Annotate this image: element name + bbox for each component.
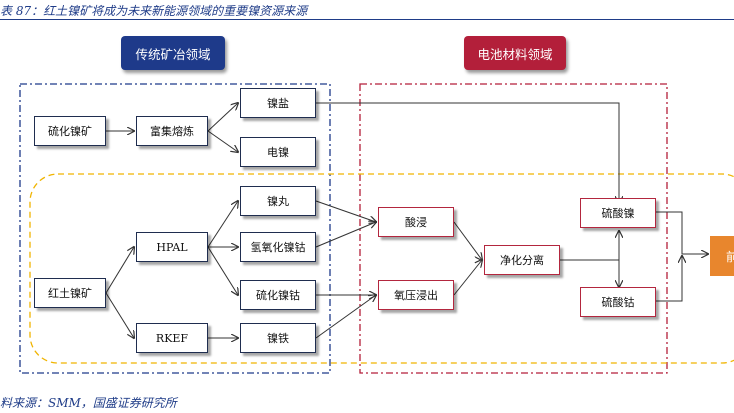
battery-region-frame — [359, 83, 668, 374]
node-ferronickel: 镍铁 — [240, 323, 316, 353]
mining-region-frame — [19, 83, 331, 374]
node-laterite-ore: 红土镍矿 — [34, 278, 106, 308]
node-rkef: RKEF — [136, 323, 208, 353]
node-hydroxide: 氢氧化镍钴 — [240, 232, 316, 262]
node-acid-leach: 酸浸 — [378, 207, 454, 237]
node-nickel-sulfate: 硫酸镍 — [580, 198, 656, 228]
node-hpal: HPAL — [136, 232, 208, 262]
node-cobalt-sulfate: 硫酸钴 — [580, 287, 656, 317]
figure-title: 表 87：红土镍矿将成为未来新能源领域的重要镍资源来源 — [0, 4, 308, 18]
node-nickel-salt: 镍盐 — [240, 88, 316, 118]
node-electro-nickel: 电镍 — [240, 137, 316, 167]
title-divider — [0, 19, 734, 20]
laterite-region-frame — [29, 173, 734, 364]
source-note: 料来源：SMM，国盛证券研究所 — [0, 396, 177, 410]
node-sulfide-ore: 硫化镍矿 — [34, 116, 106, 146]
mining-domain-header: 传统矿冶领域 — [121, 36, 225, 70]
node-enrich-smelt: 富集熔炼 — [136, 116, 208, 146]
node-pressure-leach: 氧压浸出 — [378, 280, 454, 310]
node-purify: 净化分离 — [484, 245, 560, 275]
battery-domain-header: 电池材料领域 — [464, 36, 566, 70]
node-nickel-pellet: 镍丸 — [240, 186, 316, 216]
node-precursor: 前 — [710, 236, 734, 276]
node-sulfide-mix: 硫化镍钴 — [240, 280, 316, 310]
